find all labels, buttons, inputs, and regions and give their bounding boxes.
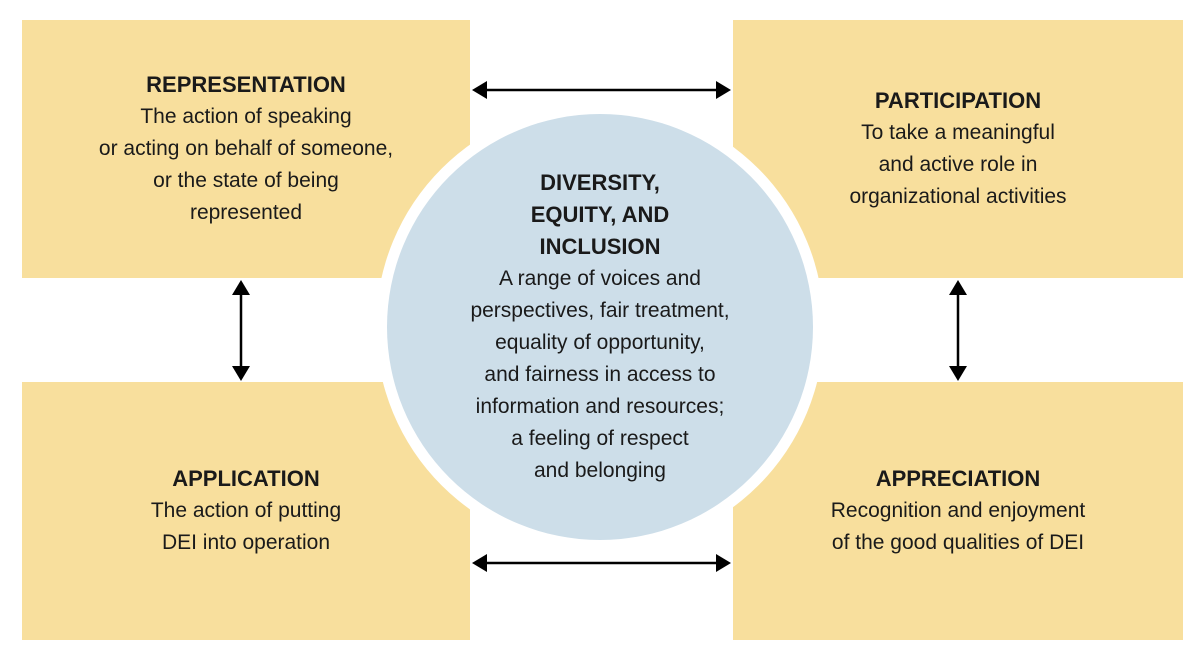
box-participation: PARTICIPATION To take a meaningful and a… — [733, 20, 1183, 278]
box-participation-body: To take a meaningful and active role in … — [849, 121, 1067, 208]
box-appreciation: APPRECIATION Recognition and enjoyment o… — [733, 382, 1183, 640]
center-circle-dei: DIVERSITY, EQUITY, AND INCLUSION A range… — [387, 114, 813, 540]
box-appreciation-title: APPRECIATION — [875, 466, 1041, 491]
box-application: APPLICATION The action of putting DEI in… — [22, 382, 470, 640]
double-arrow-top-horizontal-icon — [472, 81, 731, 99]
center-circle-title: DIVERSITY, EQUITY, AND INCLUSION — [530, 170, 670, 259]
box-representation: REPRESENTATION The action of speaking or… — [22, 20, 470, 278]
double-arrow-left-vertical-icon — [232, 280, 250, 381]
box-representation-title: REPRESENTATION — [146, 72, 346, 97]
double-arrow-right-vertical-icon — [949, 280, 967, 381]
center-circle-body: A range of voices and perspectives, fair… — [470, 267, 730, 482]
box-application-body: The action of putting DEI into operation — [150, 499, 342, 554]
box-participation-title: PARTICIPATION — [874, 88, 1042, 113]
box-appreciation-body: Recognition and enjoyment of the good qu… — [830, 499, 1086, 554]
box-application-title: APPLICATION — [172, 466, 320, 491]
double-arrow-bottom-horizontal-icon — [472, 554, 731, 572]
box-representation-body: The action of speaking or acting on beha… — [98, 105, 394, 224]
